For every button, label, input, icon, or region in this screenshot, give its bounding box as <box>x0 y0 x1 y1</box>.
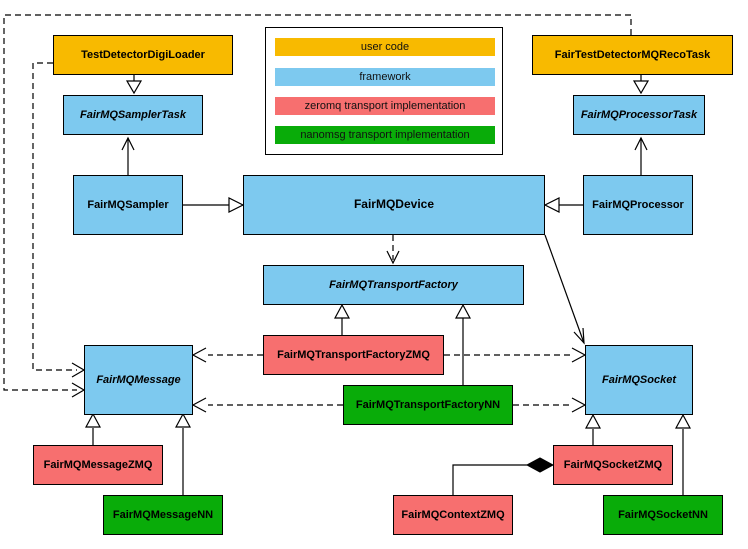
edge-device-socket <box>544 234 585 345</box>
legend-item-framework: framework <box>275 68 495 86</box>
edge-tfnn-message <box>191 397 343 413</box>
node-fairmqtransportfactory: FairMQTransportFactory <box>263 265 524 305</box>
node-fairmqprocessortask: FairMQProcessorTask <box>573 95 705 135</box>
node-fairtestdetectormqrecotask: FairTestDetectorMQRecoTask <box>532 35 733 75</box>
edge-recotask-processortask <box>632 75 650 95</box>
node-fairmqsocket: FairMQSocket <box>585 345 693 415</box>
node-fairmqtransportfactorynn: FairMQTransportFactoryNN <box>343 385 513 425</box>
node-fairmqtransportfactoryzmq: FairMQTransportFactoryZMQ <box>263 335 444 375</box>
node-fairmqsocketzmq: FairMQSocketZMQ <box>553 445 673 485</box>
edge-socketnn-socket <box>674 413 692 495</box>
edge-tfnn-socket <box>513 397 587 413</box>
node-fairmqcontextzmq: FairMQContextZMQ <box>393 495 513 535</box>
node-fairmqsamplertask: FairMQSamplerTask <box>63 95 203 135</box>
edge-sampler-samplertask <box>121 136 135 175</box>
edge-processor-processortask <box>634 136 648 175</box>
edge-socketzmq-socket <box>584 413 602 445</box>
legend-item-nanomsg: nanomsg transport implementation <box>275 126 495 144</box>
node-fairmqsampler: FairMQSampler <box>73 175 183 235</box>
legend-item-zeromq: zeromq transport implementation <box>275 97 495 115</box>
edge-device-transportfactory <box>386 235 400 265</box>
legend: user code framework zeromq transport imp… <box>265 27 503 155</box>
edge-digiloader-samplertask <box>125 75 143 95</box>
legend-item-user-code: user code <box>275 38 495 56</box>
edge-processor-device <box>543 197 583 213</box>
edge-tfzmq-socket <box>444 347 587 363</box>
node-fairmqmessagezmq: FairMQMessageZMQ <box>33 445 163 485</box>
node-fairmqsocketnn: FairMQSocketNN <box>603 495 723 535</box>
edge-tfnn-transportfactory <box>454 303 472 385</box>
edge-tfzmq-transportfactory <box>333 303 351 335</box>
node-fairmqmessagenn: FairMQMessageNN <box>103 495 223 535</box>
node-testdetectordigiloader: TestDetectorDigiLoader <box>53 35 233 75</box>
edge-tfzmq-message <box>191 347 263 363</box>
node-fairmqprocessor: FairMQProcessor <box>583 175 693 235</box>
edge-messagenn-message <box>174 412 192 495</box>
edge-sampler-device <box>183 197 245 213</box>
node-fairmqmessage: FairMQMessage <box>84 345 193 415</box>
edge-messagezmq-message <box>84 412 102 445</box>
edge-contextzmq-socketzmq <box>452 457 555 495</box>
node-fairmqdevice: FairMQDevice <box>243 175 545 235</box>
